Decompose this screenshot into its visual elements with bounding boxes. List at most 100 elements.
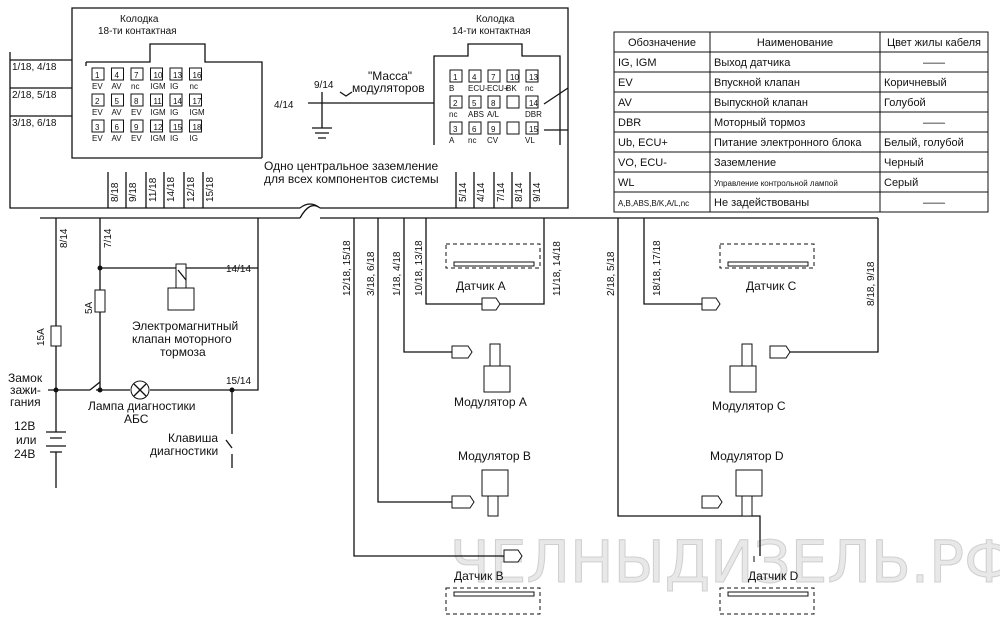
c18-pin-box <box>150 119 163 133</box>
legend-cell: —— <box>923 57 945 69</box>
legend-cell: Голубой <box>884 97 926 109</box>
modulator-a: Модулятор А <box>451 343 527 409</box>
c18-pin-signal: EV <box>131 108 142 117</box>
sensor-c-label: Датчик С <box>746 279 797 293</box>
c14-pin-box <box>449 95 463 109</box>
c14-pin-box <box>487 95 501 109</box>
c14-pin-signal: nc <box>449 110 457 119</box>
c14-pin-number: 8 <box>491 99 496 108</box>
c14-pin-signal: ECU- <box>468 84 488 93</box>
sensor-b-label: Датчик В <box>454 569 504 583</box>
modulator-d-label: Модулятор D <box>710 449 784 463</box>
c14-pin-box <box>487 121 501 135</box>
legend-cell: VO, ECU- <box>618 157 667 169</box>
c18-pin-signal: AV <box>112 108 123 117</box>
c14-pin-box <box>506 95 520 109</box>
legend-cell: A,B,ABS,B/K,A/L,nc <box>618 199 689 208</box>
c18-pin-signal: IGM <box>151 82 166 91</box>
legend-cell: Питание электронного блока <box>714 137 862 149</box>
wire-7-14-left: 7/14 <box>103 228 114 248</box>
connector-18-pin: Колодка 18-ти контактная 1EV4AV7nc10IGM1… <box>12 14 263 158</box>
c18-pin-signal: IG <box>170 82 178 91</box>
ignition-label-1: Замок <box>8 371 43 385</box>
c18-pin-number: 17 <box>193 97 202 106</box>
c18-wire-14-18: 14/18 <box>166 177 177 202</box>
valve-label-2: клапан моторного <box>132 332 232 346</box>
c18-left-wire-2: 2/18, 5/18 <box>12 90 57 101</box>
c18-wire-12-18: 12/18 <box>186 177 197 202</box>
key-label-2: диагностики <box>150 444 218 458</box>
c18-title-1: Колодка <box>120 14 159 25</box>
wire-1-4: 1/18, 4/18 <box>392 251 403 296</box>
voltage-2: или <box>16 433 36 447</box>
c18-pin-number: 4 <box>115 71 120 80</box>
c18-pin-signal: nc <box>190 82 198 91</box>
c14-pin-box <box>468 95 482 109</box>
c14-pin-signal: B <box>449 84 454 93</box>
c18-pin-signal: EV <box>92 108 103 117</box>
brake-valve-body <box>167 287 195 311</box>
legend-header-cell: Обозначение <box>628 37 696 49</box>
legend-cell: WL <box>618 177 635 189</box>
c14-pin-number: 5 <box>472 99 477 108</box>
c18-pin-box <box>150 67 163 81</box>
c18-pin-signal: EV <box>92 134 103 143</box>
c14-pin-signal: CV <box>487 136 499 145</box>
ignition-label-3: гания <box>10 395 41 409</box>
central-ground-1: Одно центральное заземление <box>264 159 438 173</box>
c14-pin-signal: nc <box>525 84 533 93</box>
c14-pin-signal: BK <box>506 84 517 93</box>
c14-pin-box <box>468 69 482 83</box>
c18-pin-box <box>189 67 202 81</box>
c14-pin-box <box>525 95 539 109</box>
legend-header-cell: Цвет жилы кабеля <box>887 37 981 49</box>
c18-pin-number: 8 <box>134 97 139 106</box>
sensor-b: Датчик В <box>445 549 541 615</box>
c18-pin-number: 14 <box>173 97 182 106</box>
modulator-b: Модулятор В <box>451 449 531 517</box>
mass-label-2: модуляторов <box>352 81 425 95</box>
c18-pin-number: 7 <box>134 71 139 80</box>
legend-cell: EV <box>618 77 633 89</box>
legend-cell: —— <box>923 117 945 129</box>
c18-pin-signal: IG <box>190 134 198 143</box>
c18-left-wires <box>10 59 72 117</box>
modulator-c: Модулятор С <box>712 343 791 413</box>
c18-pin-number: 11 <box>154 97 163 106</box>
central-ground-2: для всех компонентов системы <box>264 172 439 186</box>
power-circuit: 8/14 7/14 14/14 15/14 15A 5A Электромагн… <box>8 218 259 488</box>
modulator-c-label: Модулятор С <box>712 399 786 413</box>
c18-wire-11-18: 11/18 <box>148 177 159 202</box>
c18-pin-box <box>189 119 202 133</box>
c14-pin-signal: nc <box>468 136 476 145</box>
connector-14-pin: Колодка 14-ти контактная 1B4ECU-7ECU+10B… <box>433 14 569 145</box>
c18-pin-signal: AV <box>112 82 123 91</box>
c14-wire-7-14: 7/14 <box>496 182 507 202</box>
c18-pin-box <box>111 93 124 107</box>
c18-pin-box <box>189 93 202 107</box>
c18-pin-box <box>91 119 105 133</box>
c18-pin-box <box>91 67 105 81</box>
mass-label-1: "Масса" <box>368 69 412 83</box>
c18-bottom-wires: 8/18 9/18 11/18 14/18 12/18 15/18 <box>107 172 216 208</box>
legend-header-cell: Наименование <box>757 37 833 49</box>
c18-pin-box <box>169 67 183 81</box>
c14-pin-number: 7 <box>491 73 496 82</box>
c14-pin-number: 13 <box>529 73 538 82</box>
legend-cell: Не задействованы <box>714 197 809 209</box>
c14-pin-signal: VL <box>525 136 535 145</box>
legend-cell: Выход датчика <box>714 57 791 69</box>
c18-pin-box <box>91 93 105 107</box>
c14-pin-box <box>506 69 520 83</box>
c14-pin-signal: DBR <box>525 110 542 119</box>
brake-valve-coil <box>175 263 187 289</box>
legend-cell: Ub, ECU+ <box>618 137 668 149</box>
voltage-3: 24В <box>14 447 35 461</box>
c14-pin-number: 10 <box>510 73 519 82</box>
wire-15-14: 15/14 <box>226 376 251 387</box>
wire-4-14: 4/14 <box>274 100 294 111</box>
c18-pin-box <box>130 93 144 107</box>
c18-title-2: 18-ти контактная <box>98 26 177 37</box>
fuse-5a <box>94 289 106 313</box>
c18-pin-signal: EV <box>92 82 103 91</box>
